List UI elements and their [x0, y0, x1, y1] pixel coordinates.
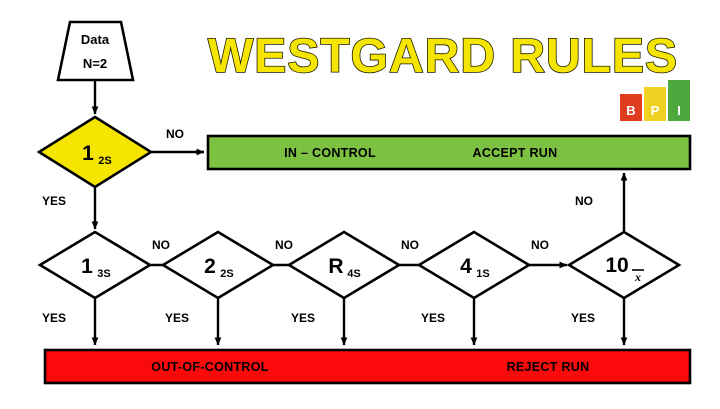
rule-1-3s: 1 3S — [37, 230, 153, 300]
rule-4-1s: 4 1S — [416, 230, 532, 300]
rule-4-1s-sub: 1S — [476, 268, 489, 280]
rule-10-x-sub: x — [634, 270, 641, 284]
edge-label-rule1-no: NO — [166, 127, 184, 141]
edge-label-rule22s-yes: YES — [165, 311, 189, 325]
data-node-line2: N=2 — [83, 56, 107, 71]
edge-label-rule10x-yes: YES — [571, 311, 595, 325]
data-node: Data N=2 — [56, 20, 135, 82]
edge-label-rule10x-no: NO — [575, 194, 593, 208]
logo-letter-p: P — [651, 103, 660, 118]
bpi-logo: B P I — [620, 80, 690, 121]
out-of-control-label: OUT-OF-CONTROL — [151, 360, 268, 374]
edge-label-rule41s-yes: YES — [421, 311, 445, 325]
rule-1-3s-main: 1 — [81, 255, 93, 278]
accept-run-label: ACCEPT RUN — [473, 146, 558, 160]
rule-r-4s: R 4S — [286, 230, 402, 300]
edge-label-rule1-yes: YES — [42, 194, 66, 208]
edge-label-ruler4s-no: NO — [401, 238, 419, 252]
rule-1-2s-sub: 2S — [98, 155, 111, 167]
rule-2-2s-main: 2 — [204, 255, 216, 278]
rule-2-2s: 2 2S — [160, 230, 276, 300]
data-node-line1: Data — [81, 32, 110, 47]
rule-1-2s: 1 2S — [36, 115, 154, 189]
rule-r-4s-sub: 4S — [347, 268, 360, 280]
rule-r-4s-main: R — [328, 255, 343, 278]
edge-label-rule22s-no: NO — [275, 238, 293, 252]
rule-10-x: 10 x — [566, 230, 682, 300]
rule-4-1s-main: 4 — [460, 255, 472, 278]
rule-2-2s-sub: 2S — [220, 268, 233, 280]
in-control-bar: IN – CONTROL ACCEPT RUN — [206, 134, 692, 171]
page-title: WESTGARD RULES — [208, 30, 678, 83]
out-of-control-bar: OUT-OF-CONTROL REJECT RUN — [43, 348, 692, 385]
logo-letter-b: B — [626, 103, 635, 118]
in-control-label: IN – CONTROL — [284, 146, 376, 160]
edge-label-rule13s-no: NO — [152, 238, 170, 252]
edge-label-ruler4s-yes: YES — [291, 311, 315, 325]
rule-1-3s-sub: 3S — [97, 268, 110, 280]
reject-run-label: REJECT RUN — [507, 360, 590, 374]
rule-1-2s-main: 1 — [82, 142, 94, 165]
edge-label-rule13s-yes: YES — [42, 311, 66, 325]
edge-label-rule41s-no: NO — [531, 238, 549, 252]
logo-letter-i: I — [677, 103, 681, 118]
rule-10-x-main: 10 — [605, 254, 628, 277]
